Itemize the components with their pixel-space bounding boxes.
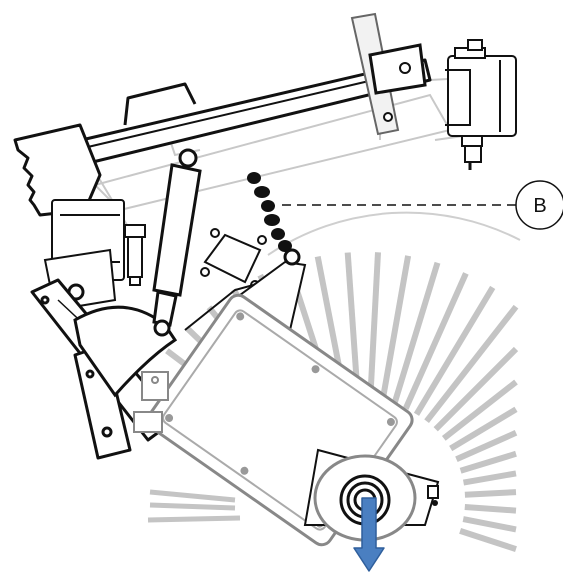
- brush-bristle: [459, 528, 517, 552]
- brush-bristle: [367, 252, 381, 401]
- brush-bristle: [424, 304, 519, 424]
- linkage-plate: [73, 305, 178, 398]
- brush-bristle: [464, 504, 517, 514]
- brush-bristle: [402, 272, 469, 410]
- upright-bracket: [350, 12, 427, 136]
- callout-label-b: B: [533, 195, 546, 217]
- brush-bristle: [433, 346, 519, 432]
- brush-bristle: [441, 379, 518, 441]
- cross-mount: [184, 228, 291, 331]
- brush-bristle: [462, 470, 517, 486]
- callout-circle: [515, 180, 563, 230]
- brush-bristle: [413, 285, 496, 416]
- chain: [247, 172, 301, 266]
- brush-lower-fringe: [147, 489, 241, 523]
- clamp-block-right: [445, 39, 517, 170]
- arrow-down-icon: [353, 497, 385, 572]
- brush-bristle: [462, 516, 517, 533]
- housing-bracket: [133, 371, 169, 433]
- brush-bristle: [379, 255, 412, 403]
- brush-outer-arc: [267, 211, 521, 256]
- brush-bristle: [455, 430, 518, 463]
- brush-bristle: [391, 261, 441, 406]
- brush-bristle: [464, 489, 517, 498]
- serrated-pad: [13, 123, 102, 217]
- gas-spring: [152, 148, 202, 337]
- brush-bristle: [449, 406, 518, 452]
- brush-bristle: [459, 450, 517, 474]
